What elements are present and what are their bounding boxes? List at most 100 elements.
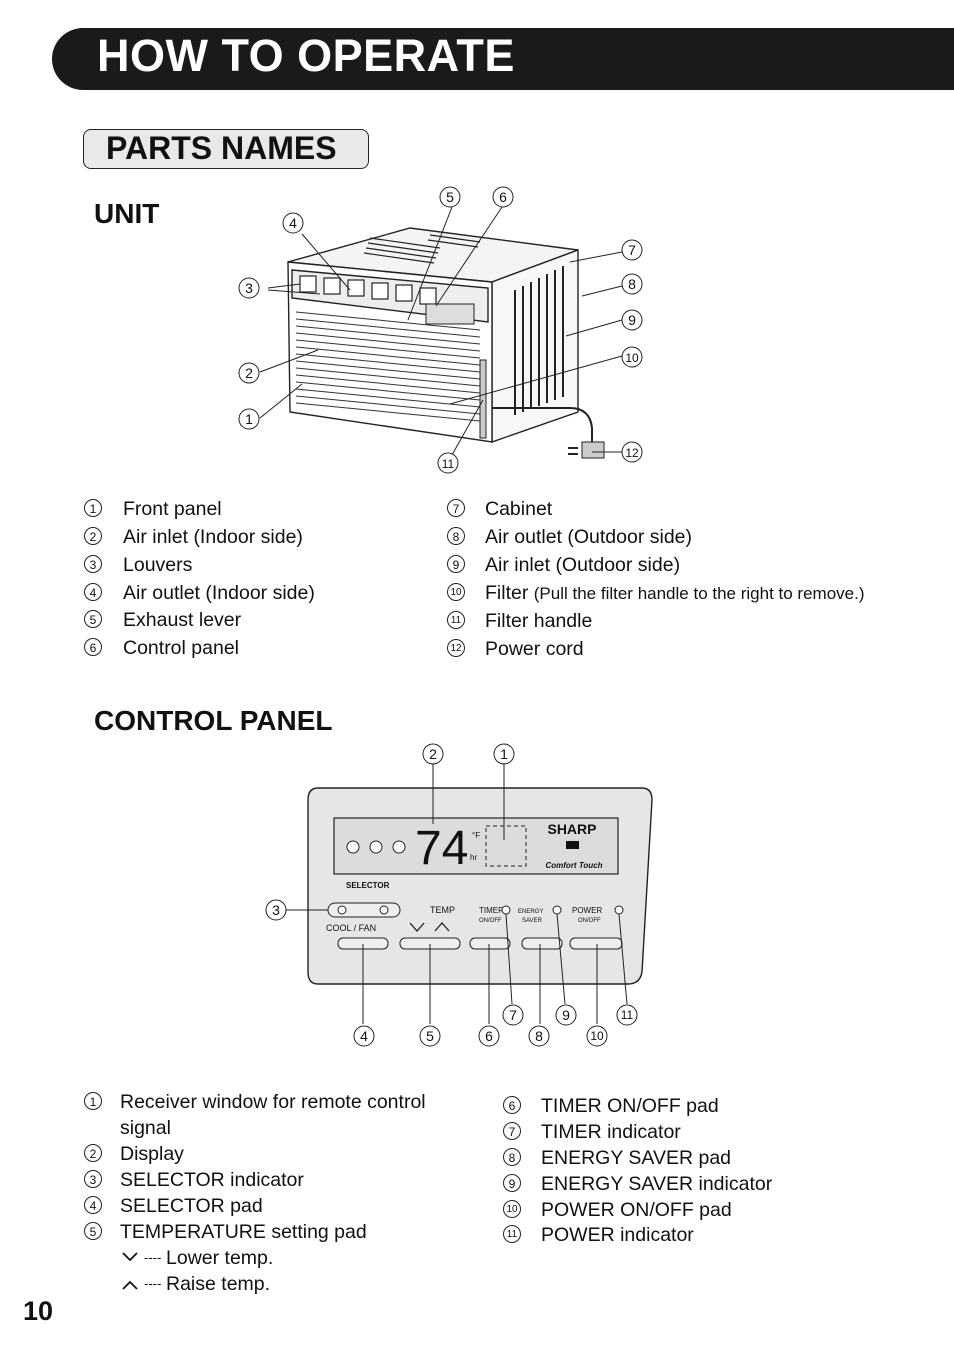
section-box — [83, 129, 369, 169]
timer-pad[interactable] — [469, 937, 511, 950]
item-label: POWER ON/OFF pad — [541, 1199, 732, 1221]
timer-sub-label: ON/OFF — [479, 918, 502, 924]
svg-text:6: 6 — [499, 189, 507, 205]
item-number: 1 — [84, 499, 102, 517]
item-number: 7 — [447, 499, 465, 517]
item-label: Control panel — [123, 637, 239, 659]
svg-text:7: 7 — [509, 1007, 517, 1023]
item-number: 10 — [503, 1200, 521, 1218]
svg-text:9: 9 — [628, 312, 636, 328]
item-label: ENERGY SAVER pad — [541, 1147, 732, 1169]
item-number: 6 — [84, 638, 102, 656]
dash-leader: ---- — [144, 1250, 162, 1265]
item-number: 5 — [84, 1222, 102, 1240]
item-number: 6 — [503, 1096, 521, 1114]
item-label: SELECTOR indicator — [120, 1169, 304, 1191]
control-panel-heading: CONTROL PANEL — [94, 705, 333, 736]
power-pad[interactable] — [569, 937, 623, 950]
item-label: TIMER ON/OFF pad — [541, 1095, 719, 1117]
svg-text:2: 2 — [245, 365, 253, 381]
svg-text:10: 10 — [625, 351, 639, 365]
item-label: Air outlet (Indoor side) — [123, 582, 315, 604]
item-number: 11 — [503, 1225, 521, 1243]
svg-text:1: 1 — [245, 411, 253, 427]
power-sub-label: ON/OFF — [578, 918, 601, 924]
chevron-up-icon — [122, 1280, 138, 1290]
item-label: Louvers — [123, 554, 193, 576]
item-number: 5 — [84, 610, 102, 628]
svg-text:1: 1 — [500, 746, 508, 762]
item-number: 12 — [447, 639, 465, 657]
energy-label: ENERGY — [518, 909, 543, 915]
unit-illustration: 4 5 6 3 2 1 7 8 9 10 11 12 — [238, 186, 643, 474]
item-label: Air outlet (Outdoor side) — [485, 526, 693, 548]
brand-logo: SHARP — [547, 821, 596, 837]
brand-sub: Comfort Touch — [545, 861, 602, 870]
unit-heading: UNIT — [94, 198, 160, 229]
header-banner — [52, 28, 954, 90]
svg-text:8: 8 — [628, 276, 636, 292]
section-title: PARTS NAMES — [106, 130, 337, 166]
item-number: 9 — [447, 555, 465, 573]
dash-leader: ---- — [144, 1276, 162, 1291]
control-panel-illustration: 74 °F hr SHARP Comfort Touch SELECTOR CO… — [265, 743, 653, 1047]
item-label: ENERGY SAVER indicator — [541, 1173, 773, 1195]
item-label: SELECTOR pad — [120, 1195, 263, 1217]
item-label: TIMER indicator — [541, 1121, 681, 1143]
item-label: Display — [120, 1143, 184, 1165]
item-number: 9 — [503, 1174, 521, 1192]
timer-indicator — [501, 905, 511, 915]
item-label: TEMPERATURE setting pad — [120, 1221, 367, 1243]
temp-arrows-icon — [409, 922, 450, 932]
item-number: 2 — [84, 527, 102, 545]
item-number: 3 — [84, 555, 102, 573]
item-label: Air inlet (Indoor side) — [123, 526, 303, 548]
lower-temp-label: Lower temp. — [166, 1247, 274, 1269]
svg-text:2: 2 — [429, 746, 437, 762]
display-unit-hr: hr — [470, 853, 477, 862]
item-number: 3 — [84, 1170, 102, 1188]
svg-text:7: 7 — [628, 242, 636, 258]
filter-note: (Pull the filter handle to the right to … — [533, 584, 865, 603]
item-label: Filter handle — [485, 610, 593, 632]
chevron-down-icon — [122, 1252, 138, 1262]
item-label: Cabinet — [485, 498, 553, 520]
selector-label: SELECTOR — [346, 881, 390, 890]
item-number: 8 — [503, 1148, 521, 1166]
svg-text:9: 9 — [562, 1007, 570, 1023]
energy-sub-label: SAVER — [522, 918, 543, 924]
svg-text:11: 11 — [621, 1008, 634, 1022]
item-label: POWER indicator — [541, 1224, 694, 1246]
svg-text:12: 12 — [625, 446, 639, 460]
svg-text:3: 3 — [245, 280, 253, 296]
item-label: Air inlet (Outdoor side) — [485, 554, 681, 576]
svg-text:8: 8 — [535, 1028, 543, 1044]
svg-text:3: 3 — [272, 902, 280, 918]
page-number: 10 — [23, 1296, 54, 1326]
timer-label: TIMER — [479, 906, 504, 915]
display-temp: 74 — [415, 822, 468, 875]
control-item-continuation: signal — [120, 1117, 171, 1139]
svg-text:4: 4 — [360, 1028, 368, 1044]
item-label: Front panel — [123, 498, 222, 520]
item-number: 11 — [447, 611, 465, 629]
display-unit-f: °F — [472, 831, 480, 840]
power-indicator — [614, 905, 624, 915]
item-label: Receiver window for remote control — [120, 1091, 426, 1113]
item-number: 7 — [503, 1122, 521, 1140]
svg-text:6: 6 — [485, 1028, 493, 1044]
svg-text:5: 5 — [446, 189, 454, 205]
raise-temp-label: Raise temp. — [166, 1273, 271, 1295]
svg-text:5: 5 — [426, 1028, 434, 1044]
energy-saver-indicator — [552, 905, 562, 915]
power-label: POWER — [572, 906, 602, 915]
item-number: 4 — [84, 583, 102, 601]
item-label: Power cord — [485, 638, 584, 660]
cool-fan-label: COOL / FAN — [326, 923, 376, 933]
item-number: 1 — [84, 1092, 102, 1110]
energy-saver-pad[interactable] — [521, 937, 563, 950]
svg-text:11: 11 — [442, 457, 455, 471]
page-title: HOW TO OPERATE — [97, 30, 515, 81]
svg-text:4: 4 — [289, 215, 297, 231]
item-number: 10 — [447, 583, 465, 601]
